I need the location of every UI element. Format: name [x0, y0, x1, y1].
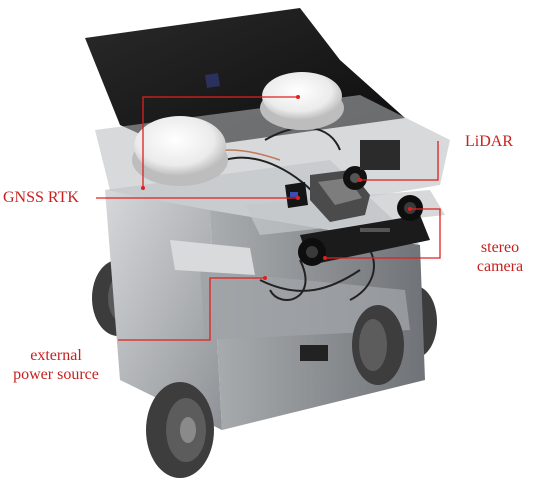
- leader-power: [118, 277, 265, 341]
- leader-lines: [96, 96, 441, 341]
- leader-dots: [141, 95, 412, 280]
- label-stereo-line2: camera: [476, 258, 524, 275]
- bracket: [170, 240, 255, 275]
- leader-stereo: [325, 208, 441, 259]
- gnss-led: [290, 192, 298, 197]
- label-stereo-line1: stereo: [480, 239, 520, 256]
- label-gnss-rtk: GNSS RTK: [3, 189, 79, 206]
- label-power-line1: external: [30, 347, 82, 364]
- leader-lidar: [360, 141, 439, 181]
- front-right-wheel: [352, 305, 404, 385]
- front-left-wheel: [146, 382, 214, 478]
- lidar-unit: [310, 140, 400, 222]
- panel-marking: [205, 73, 220, 88]
- leader-gnss: [142, 96, 298, 188]
- label-external-power-source: external power source: [0, 346, 112, 384]
- gnss-dome-right: [260, 72, 344, 130]
- front-connector: [300, 345, 328, 361]
- label-stereo-camera: stereo camera: [468, 238, 532, 276]
- label-lidar: LiDAR: [465, 133, 513, 150]
- gnss-dome-left: [132, 116, 228, 186]
- label-power-line2: power source: [13, 366, 99, 383]
